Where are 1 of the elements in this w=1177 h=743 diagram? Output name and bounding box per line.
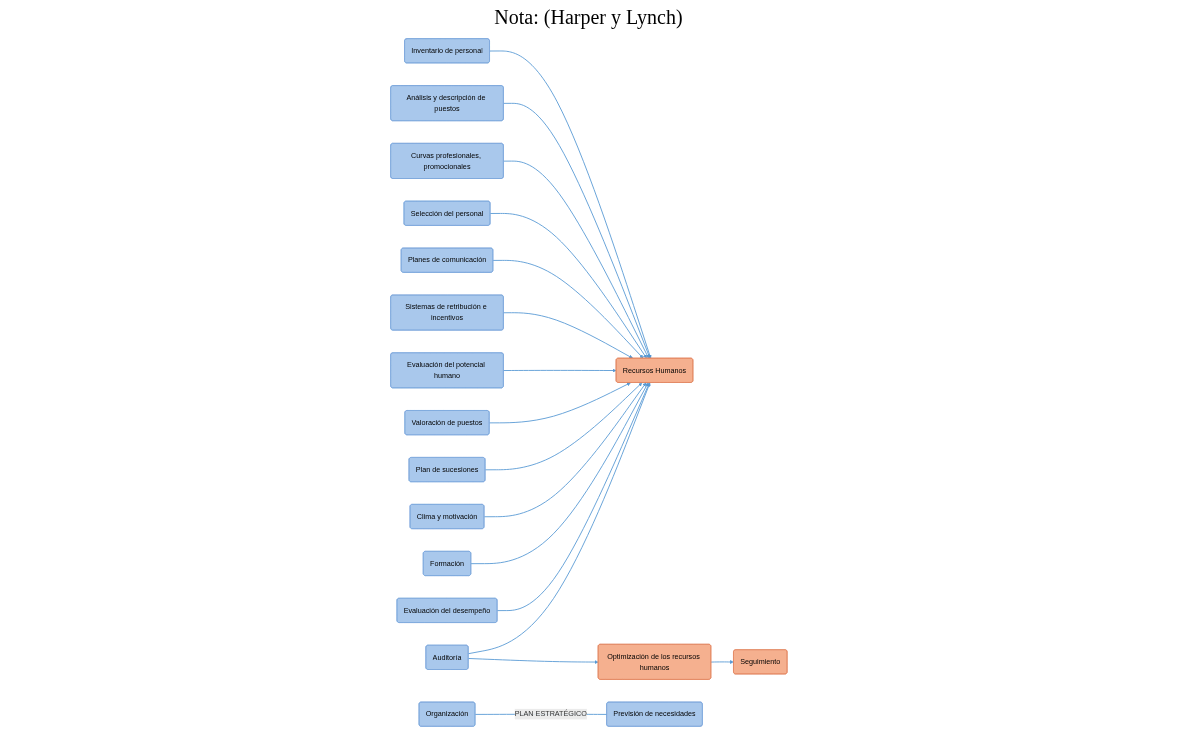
caption: Nota: (Harper y Lynch) (494, 6, 683, 28)
